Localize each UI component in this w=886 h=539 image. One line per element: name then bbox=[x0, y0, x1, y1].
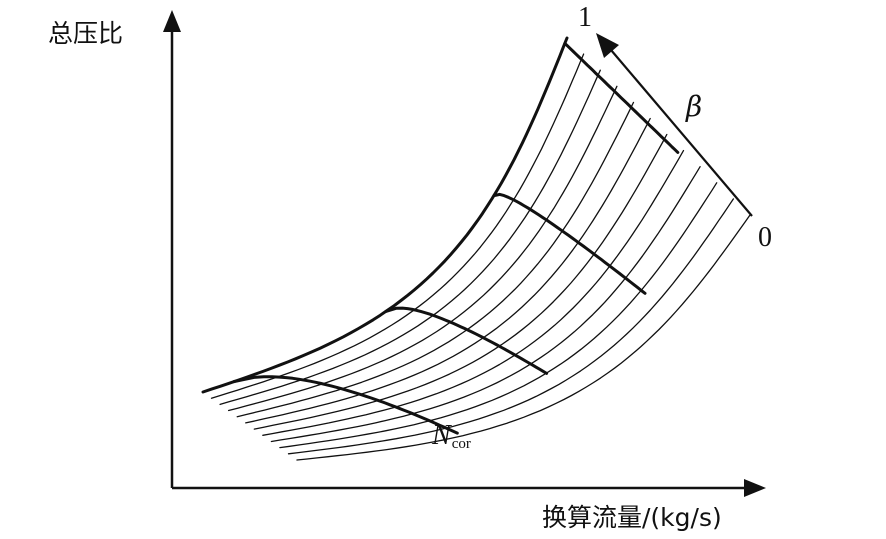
y-axis-label: 总压比 bbox=[48, 19, 124, 48]
speed-line-label: Ncor bbox=[432, 420, 471, 453]
speed-line-2 bbox=[384, 306, 549, 375]
x-axis-arrow bbox=[744, 479, 766, 497]
y-axis-arrow bbox=[163, 10, 181, 32]
beta-line bbox=[253, 133, 668, 430]
beta-line bbox=[245, 117, 651, 424]
beta-max-label: 1 bbox=[578, 2, 592, 33]
speed-label-sub: cor bbox=[451, 436, 471, 452]
beta-line bbox=[270, 166, 701, 443]
speed-line-3 bbox=[492, 192, 647, 295]
beta-line bbox=[219, 69, 601, 406]
beta-arrow-head bbox=[596, 33, 619, 58]
beta-line bbox=[262, 149, 685, 436]
beta-label: β bbox=[686, 90, 703, 123]
beta-line bbox=[287, 198, 735, 455]
surge-line bbox=[201, 36, 569, 394]
beta-line bbox=[296, 214, 751, 461]
beta-lines bbox=[201, 36, 751, 461]
beta-line bbox=[227, 85, 618, 412]
x-axis-label: 换算流量/(kg/s) bbox=[542, 503, 722, 532]
beta-arrow-line bbox=[610, 49, 753, 217]
speed-lines bbox=[232, 41, 680, 435]
speed-line-4 bbox=[563, 41, 680, 154]
speed-line-1 bbox=[232, 375, 459, 435]
speed-label-main: N bbox=[432, 420, 451, 451]
beta-line bbox=[210, 53, 585, 399]
beta-min-label: 0 bbox=[758, 222, 772, 253]
beta-line bbox=[236, 101, 635, 418]
